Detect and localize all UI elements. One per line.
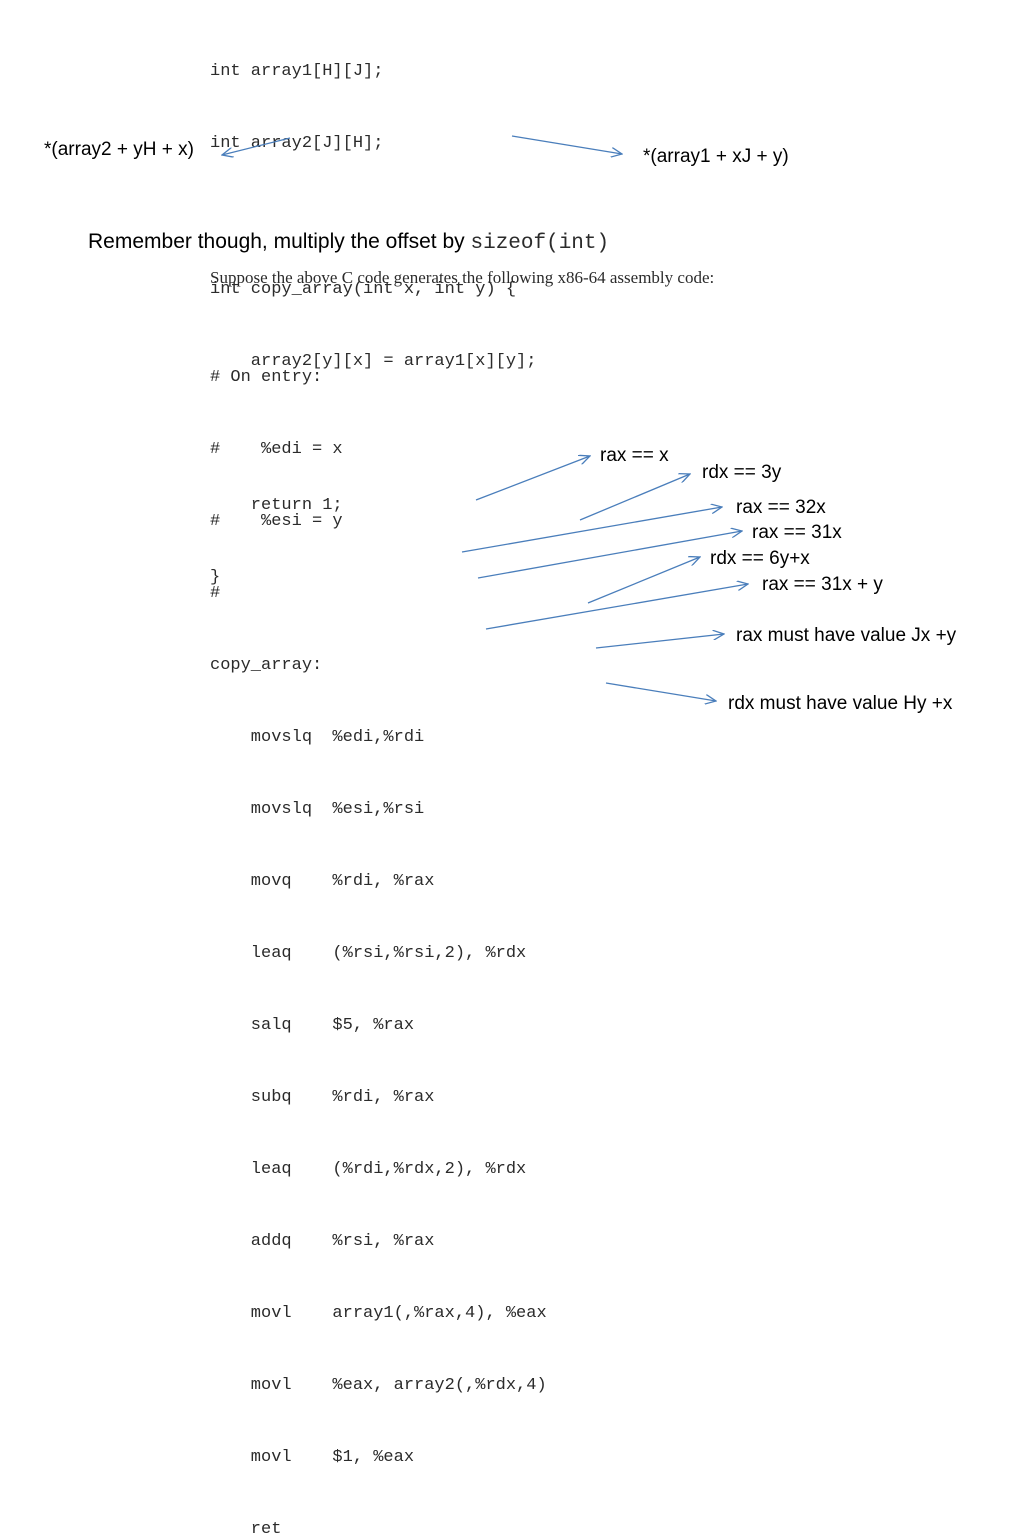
remember-text: Remember though, multiply the offset by [88, 230, 471, 253]
asm-line: subq %rdi, %rax [210, 1088, 435, 1107]
asm-line: movslq %esi,%rsi [210, 800, 425, 819]
note-rdx-hy-x: rdx must have value Hy +x [728, 693, 953, 714]
asm-line: # [210, 584, 221, 603]
arrow-leaq-2 [587, 557, 700, 604]
code-line: } [210, 568, 221, 587]
code-line: int copy_array(int x, int y) { [210, 280, 517, 299]
note-rax-31x: rax == 31x [752, 522, 842, 543]
note-rax-32x: rax == 32x [736, 497, 826, 518]
asm-line: leaq (%rdi,%rdx,2), %rdx [210, 1160, 527, 1179]
code-line: return 1; [210, 496, 343, 515]
note-rax-31x-y: rax == 31x + y [762, 574, 883, 595]
asm-line: addq %rsi, %rax [210, 1232, 435, 1251]
arrow-leaq-1 [579, 474, 690, 521]
remember-code: sizeof(int) [470, 232, 610, 255]
asm-line: ret [210, 1520, 282, 1536]
asm-line: movl %eax, array2(,%rdx,4) [210, 1376, 547, 1395]
arrow-movl-array2 [605, 682, 716, 701]
remember-note: Remember though, multiply the offset by … [88, 230, 609, 255]
asm-line: movl $1, %eax [210, 1448, 415, 1467]
array2-pointer-annotation: *(array2 + yH + x) [44, 139, 194, 160]
assembly-caption: Suppose the above C code generates the f… [210, 268, 715, 287]
note-rax-jx-y: rax must have value Jx +y [736, 625, 957, 646]
code-line: int array1[H][J]; [210, 62, 384, 81]
note-rax-x: rax == x [600, 445, 669, 466]
asm-line: movq %rdi, %rax [210, 872, 435, 891]
code-line: array2[y][x] = array1[x][y]; [210, 352, 537, 371]
note-rdx-6y-x: rdx == 6y+x [710, 548, 810, 569]
asm-line: # On entry: [210, 368, 323, 387]
note-rdx-3y: rdx == 3y [702, 462, 782, 483]
asm-line: copy_array: [210, 656, 323, 675]
array1-pointer-annotation: *(array1 + xJ + y) [643, 146, 789, 167]
asm-line: # %edi = x [210, 440, 343, 459]
asm-line: # %esi = y [210, 512, 343, 531]
assembly-code-block: # On entry: # %edi = x # %esi = y # copy… [210, 318, 547, 1536]
code-line [210, 204, 536, 228]
asm-line: movslq %edi,%rdi [210, 728, 425, 747]
asm-line: movl array1(,%rax,4), %eax [210, 1304, 547, 1323]
arrow-movl-array1 [595, 634, 724, 649]
code-line: int array2[J][H]; [210, 134, 384, 153]
asm-line: salq $5, %rax [210, 1016, 415, 1035]
asm-line: leaq (%rsi,%rsi,2), %rdx [210, 944, 527, 963]
